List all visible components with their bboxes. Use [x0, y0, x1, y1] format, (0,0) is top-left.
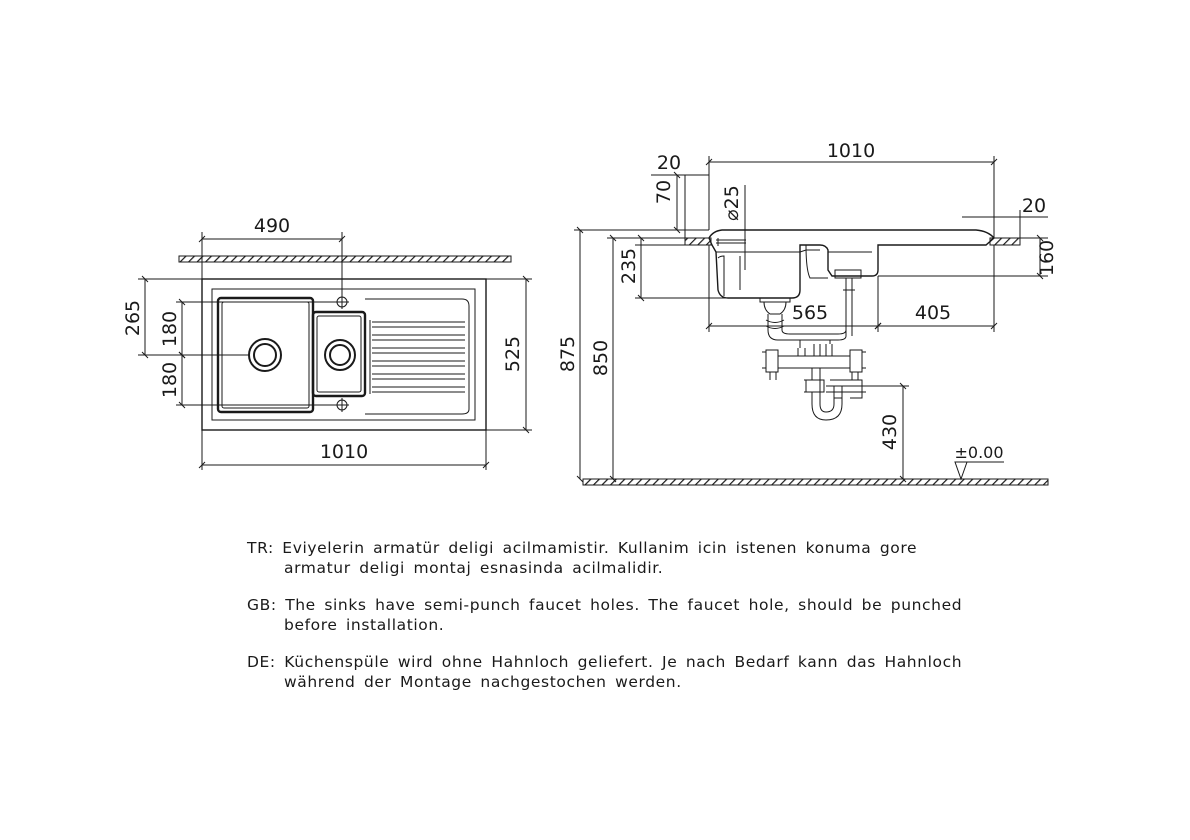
- dim-405: 405: [915, 302, 951, 324]
- floor-level-marker: [954, 461, 968, 481]
- note-tr: TR: Eviyelerin armatür deligi acilmamist…: [247, 539, 1047, 578]
- dim-875: 875: [557, 336, 579, 372]
- dim-490: 490: [254, 215, 290, 237]
- installation-notes: TR: Eviyelerin armatür deligi acilmamist…: [247, 539, 1047, 710]
- small-bowl: [311, 310, 367, 398]
- drainer-grooves: [369, 320, 465, 394]
- dim-180-lower: 180: [159, 362, 181, 398]
- dim-265: 265: [122, 300, 144, 336]
- note-tr-line-2: armatur deligi montaj esnasinda acilmali…: [284, 558, 664, 577]
- note-de: DE: Küchenspüle wird ohne Hahnloch gelie…: [247, 653, 1047, 692]
- dim-20-right: 20: [1022, 195, 1046, 217]
- note-gb-line-2: before installation.: [284, 615, 445, 634]
- dim-1010-top: 1010: [827, 140, 875, 162]
- dim-565: 565: [792, 302, 828, 324]
- small-drain: [324, 339, 356, 371]
- dim-850: 850: [590, 340, 612, 376]
- drainer-outline: [365, 298, 470, 415]
- dim-160: 160: [1036, 240, 1058, 276]
- note-de-line-1: DE: Küchenspüle wird ohne Hahnloch gelie…: [247, 653, 963, 671]
- dim-floor-level: ±0.00: [954, 443, 1003, 462]
- side-worktop-left: [684, 237, 712, 246]
- note-gb: GB: The sinks have semi-punch faucet hol…: [247, 596, 1047, 635]
- dim-70: 70: [653, 180, 675, 204]
- note-de-line-2: während der Montage nachgestochen werden…: [284, 672, 682, 691]
- note-tr-line-1: TR: Eviyelerin armatür deligi acilmamist…: [247, 539, 918, 557]
- dim-180-upper: 180: [159, 311, 181, 347]
- dim-430: 430: [879, 414, 901, 450]
- dim-235: 235: [618, 248, 640, 284]
- dim-1010-bottom: 1010: [320, 441, 368, 463]
- note-gb-line-1: GB: The sinks have semi-punch faucet hol…: [247, 596, 963, 614]
- dim-faucet-diameter: ⌀25: [721, 185, 743, 221]
- top-worktop: [178, 255, 512, 263]
- plumbing: [759, 298, 791, 330]
- side-view: [574, 156, 1049, 486]
- side-worktop-right: [989, 237, 1021, 246]
- floor: [582, 478, 1049, 486]
- dim-525: 525: [502, 336, 524, 372]
- top-view: [138, 232, 532, 470]
- dim-20-left: 20: [657, 152, 681, 174]
